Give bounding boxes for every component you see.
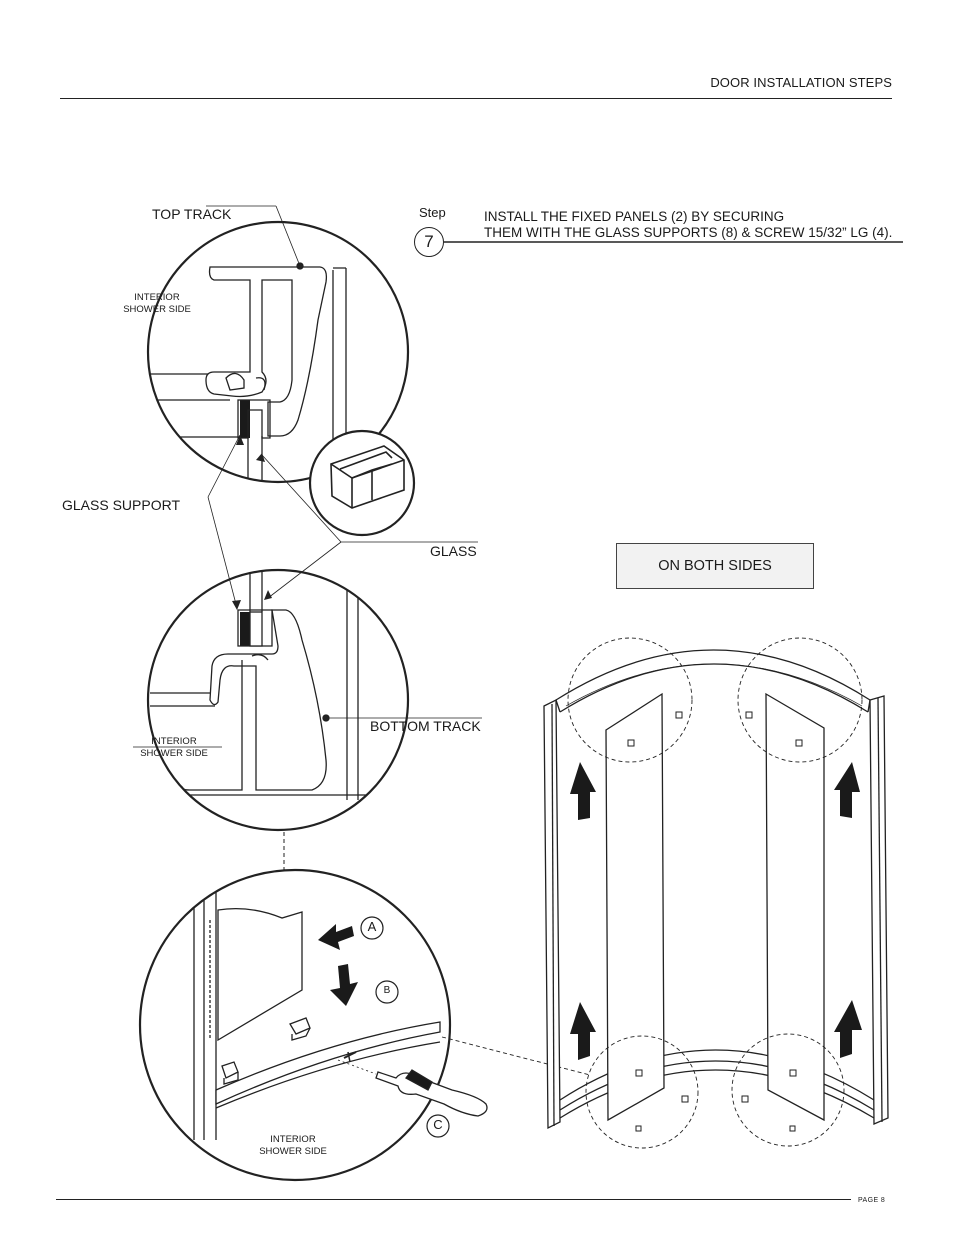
page-number: PAGE 8 — [858, 1197, 886, 1204]
interior-label-mid-line1: INTERIOR — [151, 736, 197, 747]
step-instruction: INSTALL THE FIXED PANELS (2) BY SECURING… — [484, 209, 892, 241]
page-header-title: DOOR INSTALLATION STEPS — [710, 75, 892, 90]
note-both-sides: ON BOTH SIDES — [616, 543, 814, 589]
bottom-track-detail — [133, 568, 482, 832]
top-track-label: TOP TRACK — [152, 206, 232, 222]
interior-label-bottom: INTERIOR SHOWER SIDE — [248, 1134, 338, 1158]
marker-b: B — [383, 985, 391, 996]
marker-c: C — [433, 1117, 443, 1132]
glass-support-label: GLASS SUPPORT — [62, 497, 181, 513]
direction-arrows — [570, 762, 862, 1060]
step-label: Step — [419, 205, 446, 220]
interior-label-mid: INTERIOR SHOWER SIDE — [130, 736, 218, 760]
footer-rule — [56, 1199, 851, 1200]
interior-label-bottom-line2: SHOWER SIDE — [259, 1146, 327, 1157]
interior-label-bottom-line1: INTERIOR — [270, 1134, 316, 1145]
step-instruction-line2: THEM WITH THE GLASS SUPPORTS (8) & SCREW… — [484, 225, 893, 240]
interior-label-mid-line2: SHOWER SIDE — [140, 748, 208, 759]
bottom-track-label: BOTTOM TRACK — [370, 718, 481, 734]
enclosure-drawing — [543, 637, 889, 1149]
step-instruction-line1: INSTALL THE FIXED PANELS (2) BY SECURING — [484, 209, 785, 224]
header-rule — [60, 98, 892, 99]
glass-label: GLASS — [430, 543, 477, 559]
step-number: 7 — [414, 227, 444, 257]
interior-label-top: INTERIOR SHOWER SIDE — [114, 292, 200, 316]
interior-label-top-line1: INTERIOR — [134, 292, 180, 303]
interior-label-top-line2: SHOWER SIDE — [123, 304, 191, 315]
screw-detail — [138, 868, 488, 1182]
marker-a: A — [367, 919, 377, 934]
top-track-detail — [146, 205, 410, 484]
glass-support-inset — [308, 429, 416, 537]
